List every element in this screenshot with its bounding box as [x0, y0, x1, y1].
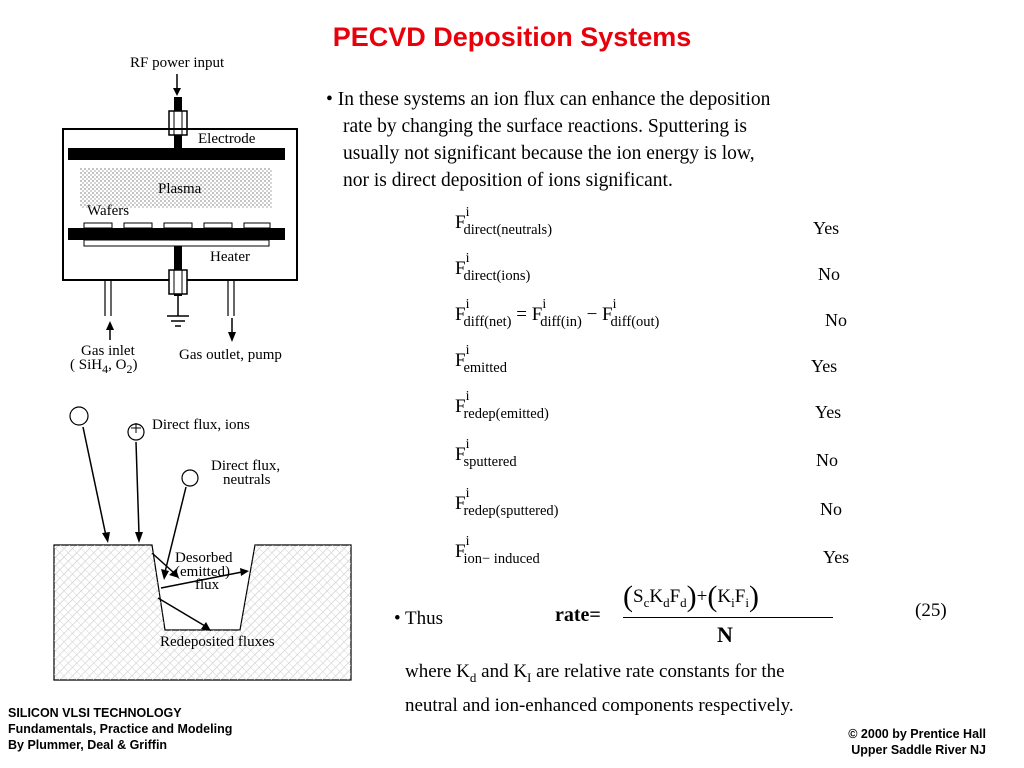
slide-title: PECVD Deposition Systems [332, 22, 692, 52]
pecvd-reactor-diagram [62, 74, 298, 342]
flux-answer: No [816, 450, 838, 470]
bullet-line-4: nor is direct deposition of ions signifi… [343, 170, 673, 191]
flux-term: Fiemitted [455, 343, 507, 376]
flux-term: Fidiff(net) = Fidiff(in) − Fidiff(out) [455, 297, 660, 330]
flux-row-direct-ions: Fidirect(ions) No [455, 251, 915, 298]
footer-left-line: Fundamentals, Practice and Modeling [8, 722, 233, 736]
direct-ion-arrow [135, 441, 140, 535]
flux-row-redep-sputtered: Firedep(sputtered) No [455, 486, 915, 533]
footer-left-line: By Plummer, Deal & Griffin [8, 738, 168, 752]
redeposited-arrow-1 [157, 597, 206, 627]
flux-answer: No [825, 310, 847, 330]
neutral-particle [69, 406, 89, 426]
heater-label: Heater [210, 249, 250, 265]
top-insulator [168, 110, 188, 136]
flux-answer: No [818, 264, 840, 284]
flux-answer: Yes [815, 402, 842, 422]
electrode-label: Electrode [198, 131, 256, 147]
neutral-particle-2 [181, 469, 199, 487]
redeposited-arrow-2 [160, 571, 243, 589]
flux-answer: Yes [813, 218, 840, 238]
where-line-1: where Kd and KI are relative rate consta… [405, 661, 785, 685]
footer-left-line: SILICON VLSI TECHNOLOGY [8, 706, 182, 720]
plasma-label: Plasma [158, 181, 202, 197]
flux-row-redep-emitted: Firedep(emitted) Yes [455, 389, 915, 436]
heater-element [83, 239, 270, 247]
desorbed-label-3: flux [195, 577, 220, 593]
direct-neutrals-label-1: Direct flux, [211, 458, 281, 474]
flux-term: Firedep(sputtered) [455, 486, 559, 519]
wafer [243, 222, 271, 229]
direct-neutrals-label-2: neutrals [223, 472, 271, 488]
fraction-bar [623, 617, 833, 618]
wafer [163, 222, 193, 229]
flux-term: Fisputtered [455, 437, 517, 470]
desorbed-label-1: Desorbed [175, 550, 233, 566]
trench-flux-diagram [53, 406, 352, 681]
gas-inlet-label: Gas inlet [81, 343, 135, 359]
wafer [83, 222, 113, 229]
rate-lhs: rate= [555, 604, 601, 626]
wafer [123, 222, 153, 229]
where-line-2: neutral and ion-enhanced components resp… [405, 694, 794, 716]
equation-number: (25) [915, 600, 947, 621]
plasma-region [80, 168, 272, 208]
flux-term: Fidirect(ions) [455, 251, 531, 284]
flux-row-emitted: Fiemitted Yes [455, 343, 915, 390]
wafers-label: Wafers [87, 203, 130, 219]
desorbed-arrow [151, 552, 174, 573]
heater-plate [68, 228, 285, 240]
rf-arrowhead [173, 88, 181, 96]
flux-term: Fidirect(neutrals) [455, 205, 553, 238]
flux-row-diff-net: Fidiff(net) = Fidiff(in) − Fidiff(out) N… [455, 297, 915, 344]
flux-term: Firedep(emitted) [455, 389, 549, 422]
bottom-insulator [168, 269, 188, 295]
direct-neutral-arrow-1 [82, 426, 107, 537]
flux-answer: Yes [823, 547, 850, 567]
redeposited-label: Redeposited fluxes [160, 634, 275, 650]
rate-denominator: N [717, 622, 733, 647]
direct-neutral-arrow-2 [164, 486, 187, 573]
flux-answer: No [820, 499, 842, 519]
rf-power-label: RF power input [130, 55, 225, 71]
where-text: where Kd and KI are relative rate consta… [405, 658, 794, 720]
flux-row-direct-neutrals: Fidirect(neutrals) Yes [455, 205, 915, 252]
footer-right-line: Upper Saddle River NJ [851, 743, 986, 757]
intro-bullet: • In these systems an ion flux can enhan… [326, 86, 866, 194]
flux-row-ion-induced: Fiion− induced Yes [455, 534, 915, 581]
desorbed-label-2: (emitted) [175, 564, 230, 580]
bullet-line-3: usually not significant because the ion … [343, 143, 755, 164]
footer-right-line: © 2000 by Prentice Hall [848, 727, 986, 741]
flux-answer: Yes [811, 356, 838, 376]
rate-numerator: (ScKdFd)+(KiFi) [623, 580, 759, 613]
electrode [68, 148, 285, 160]
flux-row-sputtered: Fisputtered No [455, 437, 915, 484]
bullet-line-2: rate by changing the surface reactions. … [343, 116, 747, 137]
thus-bullet: • Thus [394, 608, 444, 629]
wafer [203, 222, 233, 229]
flux-term: Fiion− induced [455, 534, 540, 567]
gas-inlet-formula: ( SiH4, O2) [70, 357, 138, 376]
footer-left: SILICON VLSI TECHNOLOGY Fundamentals, Pr… [8, 705, 232, 753]
bullet-line-1: • In these systems an ion flux can enhan… [326, 89, 771, 110]
direct-ions-label: Direct flux, ions [152, 417, 250, 433]
gas-outlet-label: Gas outlet, pump [179, 347, 282, 363]
footer-right: © 2000 by Prentice Hall Upper Saddle Riv… [848, 726, 986, 758]
